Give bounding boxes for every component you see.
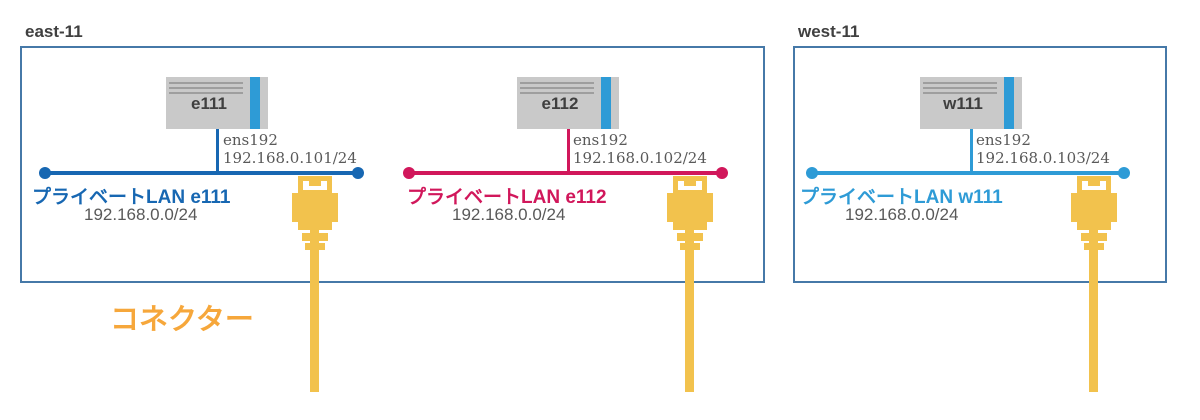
interface-label-block: ens192 192.168.0.102/24 — [573, 131, 707, 167]
server-icon: e112 — [517, 77, 619, 129]
server-vents-icon — [169, 82, 243, 97]
interface-name-label: ens192 — [573, 131, 628, 149]
server-vents-icon — [520, 82, 594, 97]
server-icon: w111 — [920, 77, 1022, 129]
server-name-label: e112 — [541, 94, 579, 113]
lan-bus-line — [45, 171, 358, 175]
server-vents-icon — [923, 82, 997, 97]
lan-name-label: プライベートLAN e111 — [32, 187, 231, 208]
interface-name-label: ens192 — [223, 131, 278, 149]
ethernet-cable-line — [685, 222, 694, 392]
region-label-west: west-11 — [798, 22, 860, 41]
ethernet-cable-line — [1089, 222, 1098, 392]
lan-endpoint-dot-right — [716, 167, 728, 179]
lan-bus-line — [812, 171, 1124, 175]
nic-stem-line — [567, 129, 570, 173]
lan-subnet-label: 192.168.0.0/24 — [452, 205, 566, 224]
interface-ip-label: 192.168.0.101/24 — [223, 149, 357, 167]
connector-callout-label: コネクター — [110, 304, 254, 336]
nic-stem-line — [216, 129, 219, 173]
server-stripe-icon — [1004, 77, 1014, 129]
interface-label-block: ens192 192.168.0.101/24 — [223, 131, 357, 167]
region-box-west — [793, 46, 1167, 283]
interface-ip-label: 192.168.0.103/24 — [976, 149, 1110, 167]
interface-ip-label: 192.168.0.102/24 — [573, 149, 707, 167]
lan-name-label: プライベートLAN w111 — [800, 187, 1003, 208]
region-label-east: east-11 — [25, 22, 83, 41]
region-box-east — [20, 46, 765, 283]
server-icon: e111 — [166, 77, 268, 129]
server-stripe-icon — [601, 77, 611, 129]
lan-endpoint-dot-left — [806, 167, 818, 179]
lan-endpoint-dot-left — [403, 167, 415, 179]
server-name-label: w111 — [943, 94, 983, 113]
lan-endpoint-dot-right — [352, 167, 364, 179]
lan-bus-line — [409, 171, 722, 175]
lan-subnet-label: 192.168.0.0/24 — [84, 205, 198, 224]
interface-name-label: ens192 — [976, 131, 1031, 149]
lan-endpoint-dot-left — [39, 167, 51, 179]
lan-subnet-label: 192.168.0.0/24 — [845, 205, 959, 224]
lan-endpoint-dot-right — [1118, 167, 1130, 179]
interface-label-block: ens192 192.168.0.103/24 — [976, 131, 1110, 167]
server-name-label: e111 — [191, 94, 227, 113]
lan-name-label: プライベートLAN e112 — [407, 187, 607, 208]
ethernet-cable-line — [310, 222, 319, 392]
nic-stem-line — [970, 129, 973, 173]
server-stripe-icon — [250, 77, 260, 129]
